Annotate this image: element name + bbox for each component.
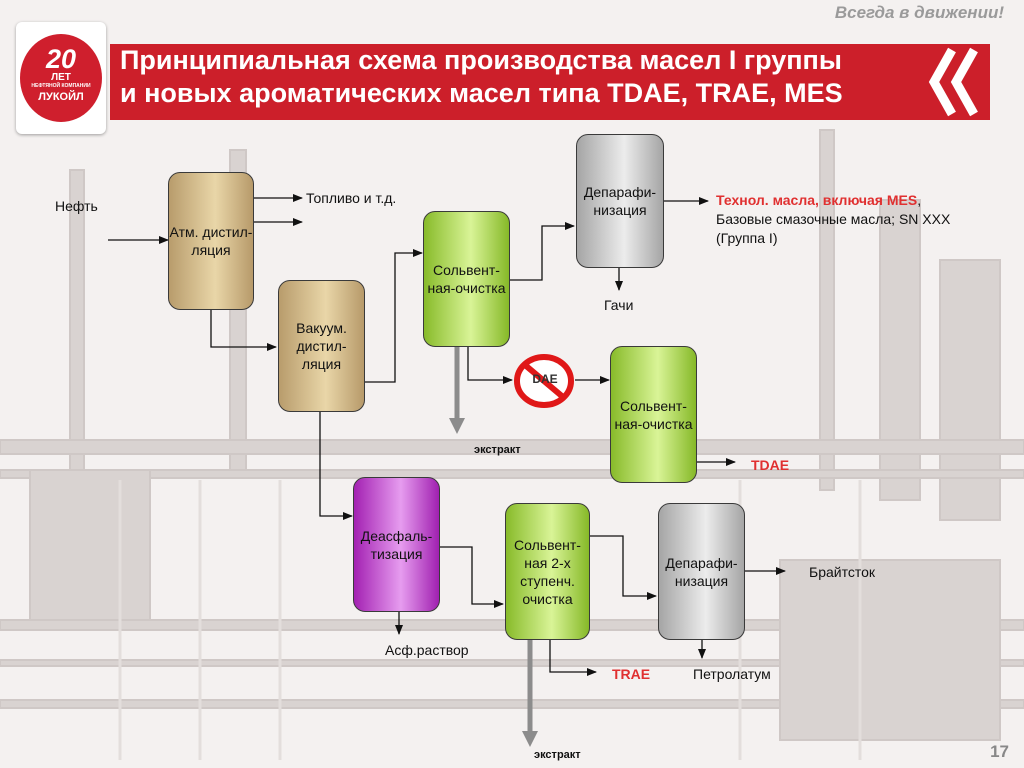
arrow-to-dae [467,347,513,384]
label-trae: TRAE [612,666,651,682]
arrow-deasph-solvent2 [440,546,504,608]
label-output-oils: Технол. масла, включая MES, Базовые смаз… [716,191,950,248]
title-line-1: Принципиальная схема производства масел … [120,45,842,75]
arrow-atm-vac [210,310,277,351]
label-petrolatum: Петролатум [693,666,771,682]
lukoil-logo: 20 ЛЕТ НЕФТЯНОЙ КОМПАНИИ ЛУКОЙЛ [16,22,106,134]
label-fuel: Топливо и т.д. [306,190,397,206]
label-brightstock: Брайтсток [809,564,876,580]
label-dae: DAE [532,372,558,386]
arrow-trae [549,640,597,676]
label-extract-2: экстракт [534,749,581,761]
logo-number: 20 [45,44,77,74]
unit-solvent-refining-2: Сольвент-ная-очистка [610,346,697,483]
title-line-2: и новых ароматических масел типа TDAE, T… [120,78,843,108]
unit-deasphalting: Деасфаль-тизация [353,477,440,612]
label-gachi: Гачи [604,297,634,313]
arrow-vac-solvent [365,249,423,383]
arrow-solvent2-dewax2 [590,535,657,600]
label-base-oils: Базовые смазочные масла; SN XXX [716,211,951,227]
prohibited-icon [514,354,574,408]
unit-atm-distillation: Атм. дистил-ляция [168,172,254,310]
chevrons-icon [928,47,978,117]
label-tech-oils: Технол. масла, включая MES [716,192,918,208]
logo-emblem: 20 ЛЕТ НЕФТЯНОЙ КОМПАНИИ ЛУКОЙЛ [20,34,102,122]
title-banner [110,44,990,120]
slogan: Всегда в движении! [834,3,1004,22]
arrow-solvent-dewax [510,222,575,281]
arrow-extract-1-head [449,418,465,434]
label-asph-solution: Асф.раствор [385,642,469,658]
page-title: Принципиальная схема производства масел … [120,44,990,110]
arrow-vac-deasph [319,412,353,520]
label-extract-1: экстракт [474,444,521,456]
unit-vacuum-distillation: Вакуум. дистил-ляция [278,280,365,412]
arrow-extract-2-head [522,731,538,747]
unit-solvent-refining-1: Сольвент-ная-очистка [423,211,510,347]
unit-solvent-2stage: Сольвент-ная 2-х ступенч. очистка [505,503,590,640]
label-group-1: (Группа I) [716,230,778,246]
label-tdae: TDAE [751,457,790,473]
unit-dewaxing-1: Депарафи-низация [576,134,664,268]
unit-dewaxing-2: Депарафи-низация [658,503,745,640]
logo-subtitle: НЕФТЯНОЙ КОМПАНИИ [31,83,91,89]
label-oil: Нефть [55,198,98,214]
page-number: 17 [990,742,1009,761]
logo-years: ЛЕТ [51,72,71,83]
logo-company: ЛУКОЙЛ [38,91,84,103]
label-comma: , [917,192,922,208]
